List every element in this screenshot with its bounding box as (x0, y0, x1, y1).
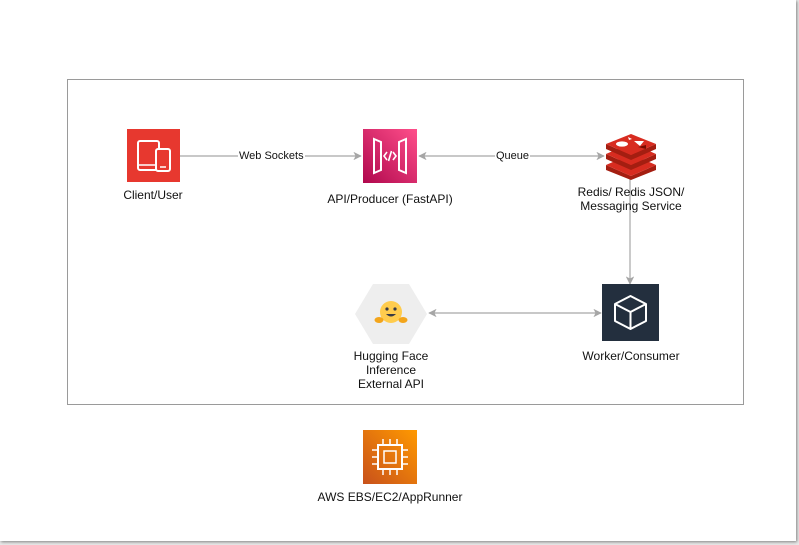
redis-node[interactable] (604, 134, 658, 180)
redis-label: Redis/ Redis JSON/ Messaging Service (577, 185, 685, 213)
worker-node[interactable] (602, 284, 659, 341)
worker-label: Worker/Consumer (582, 349, 680, 363)
cube-icon (602, 284, 659, 341)
api-gateway-icon (363, 129, 417, 183)
huggingface-node[interactable] (355, 284, 427, 344)
client-node[interactable] (127, 129, 180, 182)
chip-icon (363, 430, 417, 484)
redis-icon (606, 134, 656, 180)
huggingface-label: Hugging Face Inference External API (353, 349, 429, 391)
mobile-devices-icon (127, 129, 180, 182)
client-label: Client/User (123, 188, 183, 202)
application-boundary-box (67, 79, 744, 405)
aws-label: AWS EBS/EC2/AppRunner (317, 490, 463, 504)
edge-label-web-sockets: Web Sockets (238, 150, 305, 163)
api-label: API/Producer (FastAPI) (327, 192, 453, 206)
hugging-face-icon (355, 284, 427, 344)
aws-node[interactable] (363, 430, 417, 484)
api-node[interactable] (363, 129, 417, 183)
edge-label-queue: Queue (495, 150, 531, 163)
